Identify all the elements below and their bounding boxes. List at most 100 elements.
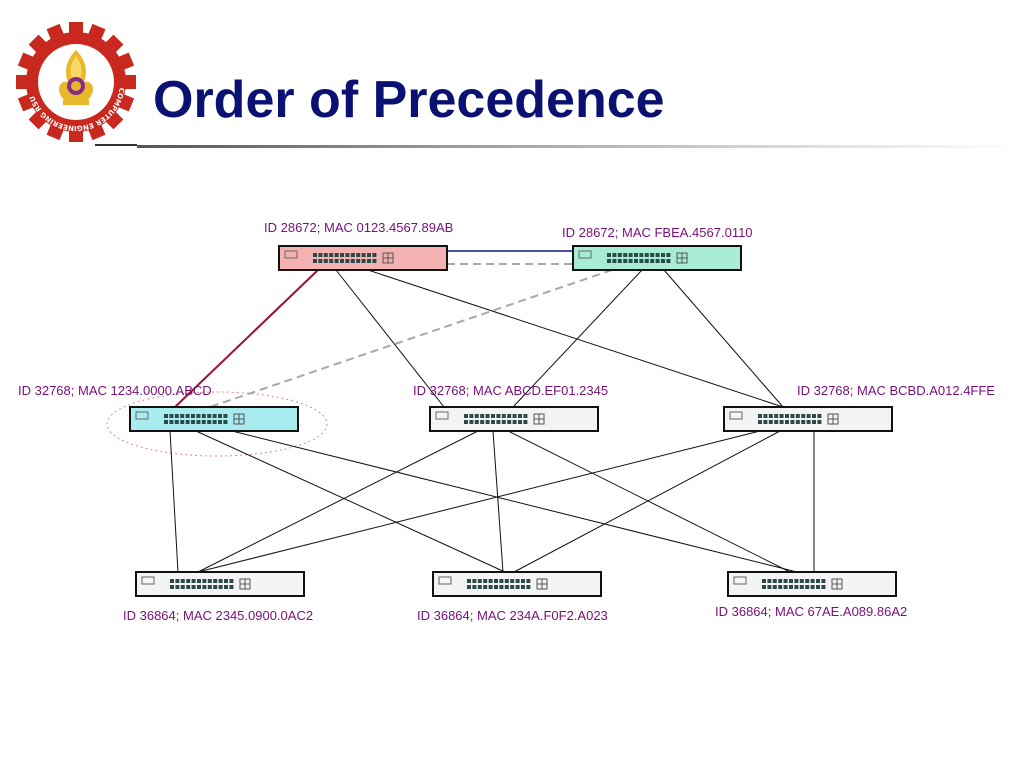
link-sw3-sw7-normal — [195, 430, 506, 573]
switch-port — [367, 253, 371, 257]
switch-sw5 — [723, 406, 893, 432]
switch-port — [806, 414, 811, 418]
switch-sw1 — [278, 245, 448, 271]
switch-port — [763, 414, 768, 418]
switch-port — [202, 579, 207, 583]
switch-port — [494, 585, 498, 589]
switch-port — [762, 579, 766, 583]
switch-port — [801, 420, 806, 424]
switch-label-sw8: ID 36864; MAC 67AE.A089.86A2 — [715, 604, 907, 619]
switch-port — [816, 579, 820, 583]
switch-port — [821, 579, 826, 583]
switch-port — [607, 259, 611, 263]
switch-label-sw7: ID 36864; MAC 234A.F0F2.A023 — [417, 608, 608, 623]
switch-port — [223, 414, 228, 418]
switch-port — [617, 259, 622, 263]
switch-port — [202, 585, 207, 589]
switch-port — [783, 579, 788, 583]
switch-port — [785, 414, 789, 418]
switch-uplink-divider — [234, 414, 244, 424]
switch-label-sw3: ID 32768; MAC 1234.0000.ABCD — [18, 383, 212, 398]
switch-uplink-divider — [828, 414, 838, 424]
link-sw1-sw4-normal — [335, 269, 445, 408]
switch-port — [191, 414, 195, 418]
link-sw2-sw3-blocked — [209, 269, 613, 408]
switch-port — [318, 253, 323, 257]
switch-port — [515, 579, 520, 583]
switch-port — [372, 253, 377, 257]
switch-port — [196, 420, 201, 424]
switch-port — [666, 259, 671, 263]
switch-port — [805, 585, 810, 589]
switch-port — [496, 420, 501, 424]
switch-port — [491, 414, 495, 418]
switch-port — [523, 420, 528, 424]
switch-port — [768, 414, 773, 418]
switch-label-sw1: ID 28672; MAC 0123.4567.89AB — [264, 220, 453, 235]
switch-port — [778, 579, 783, 583]
switch-port — [229, 585, 234, 589]
switch-port — [350, 259, 355, 263]
switch-port — [191, 585, 196, 589]
switch-port — [329, 259, 334, 263]
switch-port — [345, 259, 350, 263]
switch-port — [799, 579, 804, 583]
switch-port — [639, 253, 644, 257]
switch-port — [521, 579, 525, 583]
switch-port — [499, 579, 504, 583]
root-port-highlight — [106, 391, 328, 457]
switch-port — [218, 579, 223, 583]
switch-port — [318, 259, 323, 263]
switch-port — [812, 420, 816, 424]
switch-port — [464, 414, 468, 418]
switch-port — [224, 585, 228, 589]
switch-port — [340, 259, 344, 263]
switch-port — [501, 414, 506, 418]
switch-port — [612, 253, 617, 257]
switch-port — [201, 414, 206, 418]
switch-port — [783, 585, 788, 589]
switch-port — [480, 420, 485, 424]
switch-port — [634, 253, 638, 257]
switch-port — [213, 579, 218, 583]
switch-uplink-divider — [383, 253, 393, 263]
switch-port — [480, 414, 485, 418]
link-sw4-sw8-normal — [507, 430, 791, 573]
switch-port — [644, 253, 649, 257]
switch-port — [789, 579, 793, 583]
switch-port — [313, 253, 317, 257]
switch-port — [186, 579, 191, 583]
switch-port — [790, 414, 795, 418]
switch-port — [213, 585, 218, 589]
switch-port — [507, 414, 512, 418]
switch-sw4 — [429, 406, 599, 432]
switch-console-icon — [135, 411, 149, 420]
switch-body — [429, 406, 599, 432]
switch-port — [218, 414, 222, 418]
switch-port — [323, 253, 328, 257]
switch-sw2 — [572, 245, 742, 271]
switch-body — [572, 245, 742, 271]
switch-port — [763, 420, 768, 424]
switch-port — [207, 585, 212, 589]
switch-port — [494, 579, 498, 583]
switch-port — [655, 259, 660, 263]
switch-port — [174, 414, 179, 418]
switch-label-sw4: ID 32768; MAC ABCD.EF01.2345 — [413, 383, 608, 398]
switch-port — [185, 414, 190, 418]
switch-port — [212, 414, 217, 418]
switch-port — [785, 420, 789, 424]
switch-port — [526, 585, 531, 589]
switch-console-icon — [733, 576, 747, 585]
switch-port — [488, 585, 493, 589]
link-sw4-sw7-normal — [492, 430, 504, 573]
switch-port — [499, 585, 504, 589]
switch-port — [474, 414, 479, 418]
switch-port — [207, 414, 212, 418]
switch-port — [229, 579, 234, 583]
switch-port — [661, 259, 665, 263]
switch-port — [661, 253, 665, 257]
switch-port — [340, 253, 344, 257]
switch-port — [523, 414, 528, 418]
switch-port — [474, 420, 479, 424]
